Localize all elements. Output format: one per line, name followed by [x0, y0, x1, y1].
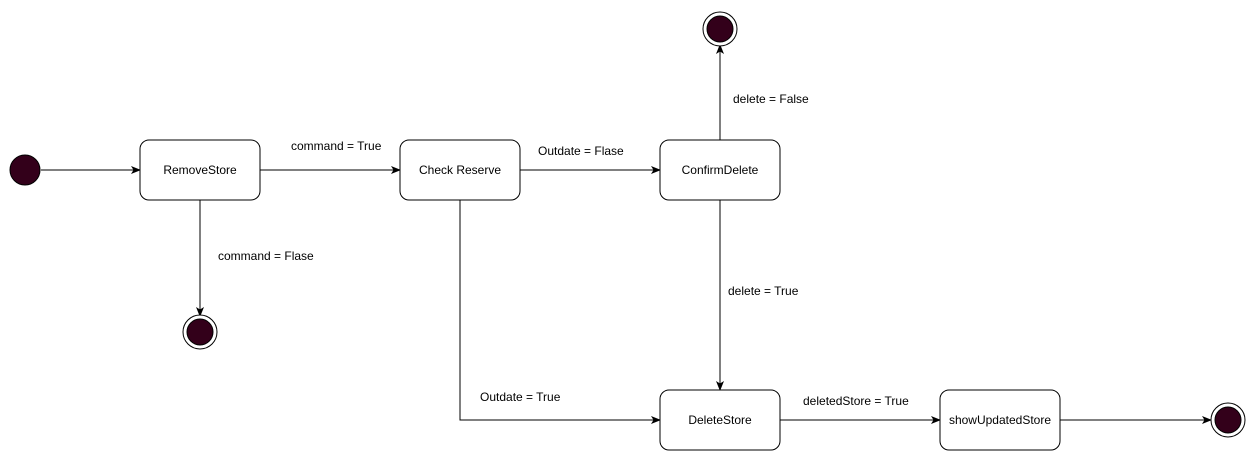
state-show-updated-store: showUpdatedStore [939, 389, 1061, 451]
edge-check-reserve-to-confirm-delete: Outdate = Flase [520, 144, 661, 174]
state-label-confirm-delete: ConfirmDelete [682, 163, 759, 177]
final-state-node-delete-false [702, 11, 738, 47]
state-remove-store: RemoveStore [139, 139, 261, 201]
final-state-node-command-false [182, 314, 218, 350]
state-label-delete-store: DeleteStore [688, 413, 752, 427]
state-check-reserve: Check Reserve [399, 139, 521, 201]
state-label-show-updated-store: showUpdatedStore [949, 413, 1051, 427]
state-label-remove-store: RemoveStore [163, 163, 237, 177]
edge-label-deleted-store-true: deletedStore = True [803, 394, 909, 408]
initial-state-node [9, 154, 41, 186]
edge-confirm-delete-to-delete-store: delete = True [716, 200, 799, 391]
edge-label-command-true: command = True [291, 139, 382, 153]
edge-label-command-false: command = Flase [218, 249, 314, 263]
edge-remove-store-to-check-reserve: command = True [260, 139, 401, 174]
edge-label-outdate-false: Outdate = Flase [538, 144, 624, 158]
state-label-check-reserve: Check Reserve [419, 163, 501, 177]
edge-label-delete-true: delete = True [728, 284, 799, 298]
edge-check-reserve-to-delete-store: Outdate = True [459, 200, 661, 424]
edge-delete-store-to-show-updated-store: deletedStore = True [780, 394, 941, 424]
edge-label-delete-false: delete = False [733, 92, 809, 106]
edge-label-outdate-true: Outdate = True [480, 390, 561, 404]
state-confirm-delete: ConfirmDelete [659, 139, 781, 201]
state-delete-store: DeleteStore [659, 389, 781, 451]
final-state-node-end [1210, 402, 1246, 438]
edge-remove-store-to-final: command = Flase [196, 200, 314, 317]
edge-confirm-delete-to-final: delete = False [716, 44, 809, 140]
